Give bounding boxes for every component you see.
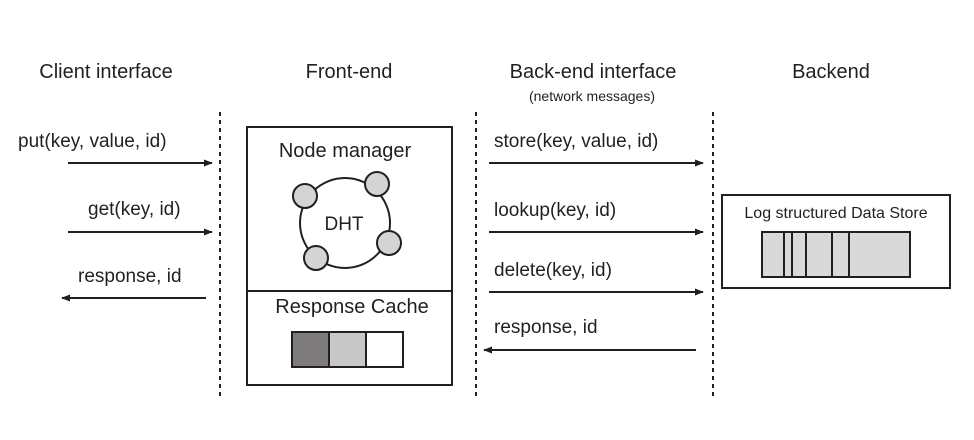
column-title-backend: Backend (792, 61, 870, 83)
cache-slot (365, 331, 404, 368)
message-delete: delete(key, id) (494, 260, 612, 281)
dht-node (292, 183, 318, 209)
message-put: put(key, value, id) (18, 131, 167, 152)
dht-node (364, 171, 390, 197)
cache-slot (291, 331, 330, 368)
dht-ring: DHT (292, 171, 402, 271)
response-cache-slots (291, 331, 404, 368)
frontend-box: Node manager DHT Response Cache (246, 126, 453, 386)
cache-slot (328, 331, 367, 368)
data-store-label: Log structured Data Store (744, 205, 927, 222)
dht-label: DHT (324, 214, 363, 235)
message-client-response: response, id (78, 266, 182, 287)
column-title-backend-interface: Back-end interface (510, 61, 677, 83)
message-lookup: lookup(key, id) (494, 200, 616, 221)
column-title-frontend: Front-end (306, 61, 393, 83)
backend-box: Log structured Data Store (721, 194, 951, 289)
message-store: store(key, value, id) (494, 131, 658, 152)
column-title-client: Client interface (39, 61, 172, 83)
message-get: get(key, id) (88, 199, 181, 220)
column-subtitle-backend-interface: (network messages) (529, 88, 655, 104)
response-cache-label: Response Cache (275, 296, 428, 318)
node-manager-label: Node manager (279, 140, 412, 162)
message-backend-response: response, id (494, 317, 598, 338)
dht-node (376, 230, 402, 256)
log-store-segments (761, 231, 911, 278)
dht-node (303, 245, 329, 271)
